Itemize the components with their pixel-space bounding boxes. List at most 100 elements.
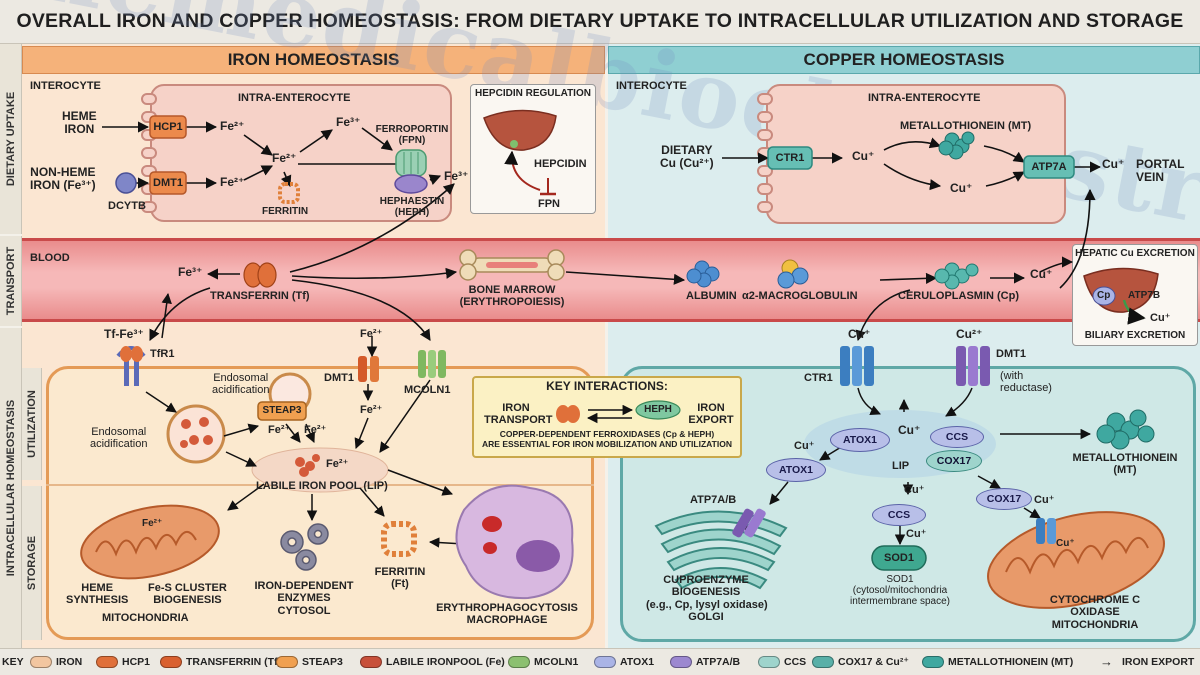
lip-label: LABILE IRON POOL (LIP) (256, 480, 388, 492)
sod1-location-label: SOD1 (cytosol/mitochondria intermembrane… (849, 574, 951, 608)
steap3-shape (257, 401, 307, 421)
dmt1-top-fe: Fe²⁺ (360, 328, 383, 340)
fe2-s2: Fe²⁺ (304, 424, 327, 436)
legend-label: COX17 & Cu²⁺ (838, 656, 909, 668)
title-bar: OVERALL IRON AND COPPER HOMEOSTASIS: FRO… (0, 0, 1200, 44)
ferritin-label: FERRITIN (262, 206, 309, 217)
legend-swatch (96, 656, 118, 668)
heme-iron-label: HEME IRON (62, 109, 97, 137)
atp7ab-label: ATP7A/B (690, 494, 737, 506)
liver-icon-hepcidin (483, 109, 557, 151)
blood-cu: Cu⁺ (1030, 267, 1053, 281)
mitochondria-label: MITOCHONDRIA (102, 612, 189, 624)
dmt1-copper-channel (956, 346, 990, 386)
portal-vein-arrow (1059, 188, 1096, 289)
dmt1-cell-label: DMT1 (324, 372, 354, 384)
fe3-b: Fe³⁺ (444, 169, 469, 183)
side-dietary: DIETARY UPTAKE (0, 44, 22, 234)
copper-interocyte-label: INTEROCYTE (616, 80, 687, 92)
legend-swatch: → (1100, 654, 1113, 669)
hephaestin-label: HEPHAESTIN (HEPH) (379, 196, 445, 219)
legend-swatch (812, 656, 834, 668)
a2-macroglobulin-icon (777, 259, 809, 289)
hepatic-cu: Cu⁺ (1150, 312, 1171, 324)
ceruloplasmin-icon (934, 262, 979, 290)
portal-vein-label: PORTAL VEIN (1136, 157, 1185, 185)
legend-item: ATOX1 (594, 656, 654, 668)
key-title: KEY INTERACTIONS: (546, 379, 668, 393)
fe2-a: Fe²⁺ (220, 119, 245, 133)
cu-3: Cu⁺ (1102, 157, 1125, 171)
copper-intra-label: INTRA-ENTEROCYTE (868, 92, 981, 104)
hepcidin-label: HEPCIDIN (534, 158, 587, 170)
iron-interocyte-label: INTEROCYTE (30, 80, 101, 92)
legend-label: CCS (784, 656, 807, 668)
fes-label: Fe-S CLUSTER BIOGENESIS (148, 582, 227, 607)
legend-label: ATP7A/B (696, 656, 741, 668)
legend-key-label: KEY (2, 656, 24, 668)
metallothionein-shape-top (938, 131, 975, 160)
legend-swatch (594, 656, 616, 668)
blood-fe3: Fe³⁺ (178, 265, 203, 279)
a2m-label: α2-MACROGLOBULIN (742, 290, 858, 302)
cu-lip-label: LIP (892, 460, 910, 472)
albumin-label: ALBUMIN (686, 290, 737, 302)
ferritin-shape (278, 182, 300, 204)
side-intracellular: INTRACELLULAR HOMEOSTASIS (0, 328, 22, 648)
ccs-1: CCS (930, 426, 984, 448)
atp7a-shape (1023, 155, 1075, 179)
metallothionein-shape-cell (1096, 409, 1155, 450)
transferrin-label: TRANSFERRIN (Tf) (210, 290, 310, 302)
copper-mitochondrion (987, 511, 1165, 609)
bone-marrow-icon (459, 249, 565, 281)
blood-band (22, 238, 1200, 322)
key-note: COPPER-DEPENDENT FERROXIDASES (Cp & HEPH… (482, 429, 732, 449)
sod1-shape (871, 545, 927, 571)
lip-iron-dots (295, 454, 320, 477)
legend-swatch (276, 656, 298, 668)
atp7ab-channel (732, 508, 766, 538)
hcp1-label: HCP1 (153, 121, 183, 133)
hepatic-cp: Cp (1097, 290, 1111, 301)
hepcidin-box (470, 84, 596, 214)
cu-c: Cu⁺ (906, 528, 927, 540)
legend-item: COX17 & Cu²⁺ (812, 656, 909, 668)
legend-label: TRANSFERRIN (Tf) (186, 656, 282, 668)
legend-label: ATOX1 (620, 656, 655, 668)
reductase-label: (with reductase) (1000, 370, 1052, 395)
legend-item: METALLOTHIONEIN (MT) (922, 656, 1073, 668)
endosome-iron (180, 417, 213, 448)
legend-item: TRANSFERRIN (Tf) (160, 656, 281, 668)
cu-center: Cu⁺ (898, 423, 921, 437)
key-heph-shape (635, 400, 681, 420)
mcoln1-channel (418, 350, 446, 378)
blood-arrows (149, 183, 1074, 342)
dmt1-out-fe: Fe²⁺ (360, 404, 383, 416)
bone-marrow-label: BONE MARROW (ERYTHROPOIESIS) (459, 284, 565, 309)
mito-fe: Fe²⁺ (142, 518, 163, 529)
biliary-label: BILIARY EXCRETION (1084, 330, 1186, 341)
dietary-cu-label: DIETARY Cu (Cu²⁺) (660, 143, 714, 171)
diagram-title: OVERALL IRON AND COPPER HOMEOSTASIS: FRO… (16, 10, 1184, 32)
cox17-b: COX17 (976, 488, 1032, 510)
mt-label-top: METALLOTHIONEIN (MT) (900, 120, 1032, 132)
gears-icon (280, 523, 329, 571)
iron-header: IRON HOMEOSTASIS (22, 46, 605, 74)
nonheme-iron-label: NON-HEME IRON (Fe³⁺) (30, 165, 96, 193)
steap3-label: STEAP3 (262, 405, 302, 416)
legend-label: METALLOTHIONEIN (MT) (948, 656, 1074, 668)
ferritin-ft-label: FERRITIN (Ft) (374, 566, 426, 591)
legend-item: →IRON EXPORT (1100, 654, 1194, 669)
atox1-b: ATOX1 (766, 458, 826, 482)
legend-swatch (922, 656, 944, 668)
endosome-shape (166, 404, 226, 464)
ferroportin-shape (394, 149, 428, 194)
hcp1-shape (149, 115, 187, 139)
copper-header: COPPER HOMEOSTASIS (608, 46, 1200, 74)
cu-d: Cu⁺ (1034, 494, 1055, 506)
legend-item: ATP7A/B (670, 656, 740, 668)
legend-item: STEAP3 (276, 656, 343, 668)
